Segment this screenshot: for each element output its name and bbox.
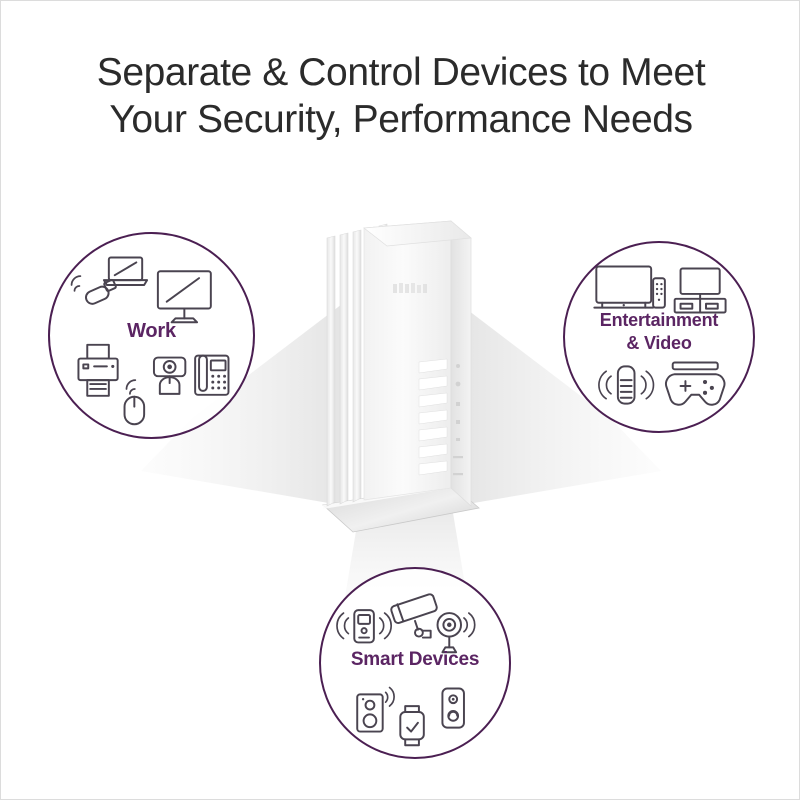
laptop-icon [102,256,149,286]
tv-remote-icon [652,277,666,309]
video-doorbell-icon [441,687,465,729]
category-label-smart-devices: Smart Devices [350,649,480,670]
smart-devices-icons [336,593,476,747]
entertainment-label-line-1: Entertainment [599,310,719,330]
router-device [322,220,480,533]
security-camera-icon [390,593,438,639]
remote-control-signal-icon [598,365,655,405]
wireless-mouse-icon [123,379,146,426]
beam-left [141,301,346,506]
entertainment-label-line-2: & Video [626,333,692,353]
motion-sensor-icon [436,612,476,654]
category-circle-entertainment[interactable]: Entertainment & Video [563,241,755,433]
category-circle-smart-devices[interactable]: Smart Devices [319,567,511,759]
beam-right [456,301,661,506]
printer-icon [77,343,119,397]
wifi-usb-dongle-icon [70,275,117,305]
headline-line-2: Your Security, Performance Needs [109,98,693,141]
category-label-entertainment: Entertainment & Video [565,309,753,355]
television-icon [593,265,655,309]
category-label-work: Work [127,320,176,342]
headline-line-1: Separate & Control Devices to Meet [96,51,706,94]
desktop-monitor-icon [156,270,212,324]
router-led-indicators [418,358,448,476]
webcam-icon [152,356,187,395]
category-circle-work[interactable]: Work [48,232,255,439]
entertainment-icons [593,265,727,406]
router-status-icons [453,364,463,476]
smart-speaker-icon [356,686,395,733]
tv-on-stand-icon [673,267,727,314]
smartwatch-icon [399,705,425,747]
smart-thermostat-icon [336,609,393,644]
router-body [363,220,472,507]
game-controller-icon [665,361,726,406]
page-title: Separate & Control Devices to Meet Your … [1,49,800,143]
router-logo [393,283,427,293]
desk-phone-icon [194,354,230,396]
work-icons [70,256,230,426]
